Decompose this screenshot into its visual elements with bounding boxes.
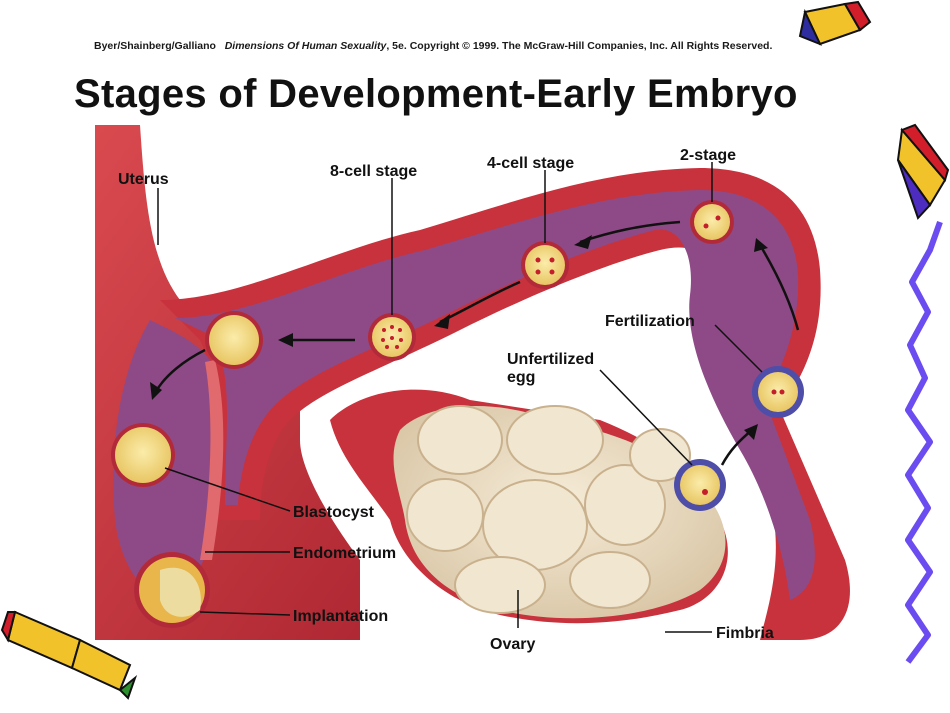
label-implantation: Implantation <box>293 608 388 625</box>
copyright-credit: Byer/Shainberg/Galliano Dimensions Of Hu… <box>94 40 772 52</box>
eight-cell-stage <box>368 313 416 361</box>
two-cell-stage <box>690 200 734 244</box>
leader-lines <box>157 162 763 633</box>
unfertilized-egg <box>674 459 726 511</box>
implanted-embryo <box>134 552 210 628</box>
fertilized-egg <box>752 366 804 418</box>
label-2-stage: 2-stage <box>680 147 736 164</box>
morula <box>205 311 263 369</box>
label-uterus: Uterus <box>118 171 169 188</box>
credit-rest: , 5e. Copyright © 1999. The McGraw-Hill … <box>386 40 773 52</box>
credit-book-title: Dimensions Of Human Sexuality <box>224 40 387 52</box>
label-unfertilized: Unfertilized <box>507 351 594 368</box>
four-cell-stage <box>521 241 569 289</box>
label-ovary: Ovary <box>490 636 535 653</box>
label-endometrium: Endometrium <box>293 545 396 562</box>
tube-lumen <box>175 190 815 600</box>
blastocyst-cell <box>111 423 175 487</box>
ovary <box>330 389 728 624</box>
pencil-icon <box>798 0 872 46</box>
endometrium-lining <box>200 360 224 560</box>
credit-authors: Byer/Shainberg/Galliano <box>94 40 216 52</box>
slide-title: Stages of Development-Early Embryo <box>74 72 798 116</box>
label-blastocyst: Blastocyst <box>293 504 375 521</box>
label-fimbria: Fimbria <box>716 625 774 642</box>
pencil-icon <box>0 610 138 700</box>
label-fertilization: Fertilization <box>605 313 695 330</box>
decorative-zigzag <box>905 220 943 664</box>
label-4-cell: 4-cell stage <box>487 155 574 172</box>
label-8-cell: 8-cell stage <box>330 163 417 180</box>
label-egg: egg <box>507 369 535 386</box>
pencil-icon <box>896 123 950 220</box>
